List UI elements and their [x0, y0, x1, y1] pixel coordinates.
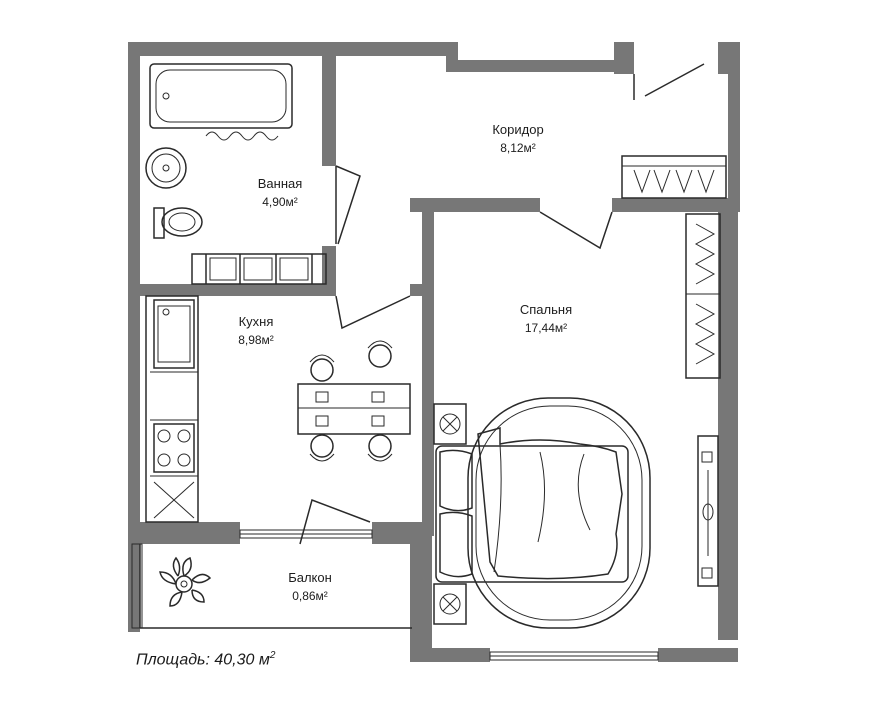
room-labels: Ванная 4,90м² Коридор 8,12м² Спальня 17,…: [238, 122, 572, 603]
corridor-area: 8,12м²: [500, 141, 536, 155]
total-area: Площадь: 40,30 м2: [136, 650, 275, 669]
wardrobe-bedroom: [685, 213, 721, 379]
chair-bottom-left: [309, 434, 335, 462]
stove-icon: [153, 423, 195, 473]
bathroom-label: Ванная: [258, 176, 303, 191]
corridor-wardrobe: [621, 155, 727, 199]
bedroom-wardrobe: [685, 213, 721, 379]
radiator: [697, 435, 719, 587]
nightstand-bottom: [433, 583, 467, 625]
outer-wall-left: [128, 42, 140, 632]
bathroom-area: 4,90м²: [262, 195, 298, 209]
walls: [128, 42, 740, 662]
kitchen-counter: [145, 295, 199, 523]
outer-wall-bottom-right: [658, 648, 738, 662]
wall-corridor-bedroom-left: [410, 198, 540, 212]
bedroom-label: Спальня: [520, 302, 572, 317]
wall-kitchen-bedroom-lower: [422, 388, 434, 536]
wall-bathroom-corridor: [322, 56, 336, 166]
pillow-bottom: [439, 511, 473, 578]
wall-kitchen-bedroom-upper: [422, 210, 434, 390]
nightstand-top: [433, 403, 467, 445]
blanket: [477, 427, 623, 580]
bedroom-door: [539, 211, 613, 250]
plant-icon: [159, 556, 212, 607]
bathtub: [149, 63, 293, 129]
bedroom-rug: [467, 397, 651, 629]
chair-bottom-right: [367, 434, 393, 462]
bathroom-door: [335, 165, 361, 245]
outer-wall-top: [128, 42, 458, 56]
kitchen-door: [335, 295, 411, 330]
kitchen-sink-icon: [153, 299, 195, 369]
chair-top-right: [367, 340, 393, 368]
bed: [433, 397, 651, 629]
bedroom-panel: [697, 435, 719, 587]
balcony-door: [299, 499, 371, 545]
toilet-icon: [161, 207, 203, 237]
wall-bathroom-kitchen: [128, 284, 334, 296]
bathtub-inner: [155, 69, 287, 123]
toilet-tank: [153, 207, 165, 239]
wall-kitchen-corridor: [410, 284, 434, 296]
shower-curtain: [205, 131, 279, 141]
kitchen-fixtures: [145, 295, 411, 523]
bathroom-fixtures: [145, 63, 327, 285]
bathroom-shelf: [191, 253, 327, 285]
entrance-door-leaf: [644, 63, 705, 97]
dining-table: [297, 383, 411, 435]
balcony-area: 0,86м²: [292, 589, 328, 603]
doors: [299, 63, 705, 545]
kitchen-label: Кухня: [239, 314, 274, 329]
outer-wall-right-lower: [718, 210, 738, 640]
total-area-unit-power: 2: [269, 650, 276, 661]
bedroom-area: 17,44м²: [525, 321, 567, 335]
chair-top-left: [309, 354, 335, 382]
corridor-label: Коридор: [492, 122, 543, 137]
wall-corridor-bedroom-right: [612, 198, 738, 212]
total-area-label: Площадь: 40,30 м: [136, 651, 270, 669]
pillow-top: [439, 449, 473, 512]
outer-wall-top-middle: [446, 60, 618, 72]
kitchen-area: 8,98м²: [238, 333, 274, 347]
outer-wall-right-upper: [728, 42, 740, 212]
balcony-window-left: [131, 543, 143, 629]
wardrobe-corridor: [621, 155, 727, 199]
bed-frame: [435, 445, 629, 583]
wall-kitchen-bottom-right: [372, 522, 432, 544]
sink-icon: [145, 147, 187, 189]
windows: [131, 529, 659, 661]
balcony-label: Балкон: [288, 570, 332, 585]
wall-bedroom-balcony: [410, 534, 432, 662]
entrance-jamb-left: [614, 42, 634, 74]
wall-kitchen-bottom-left: [128, 522, 240, 544]
